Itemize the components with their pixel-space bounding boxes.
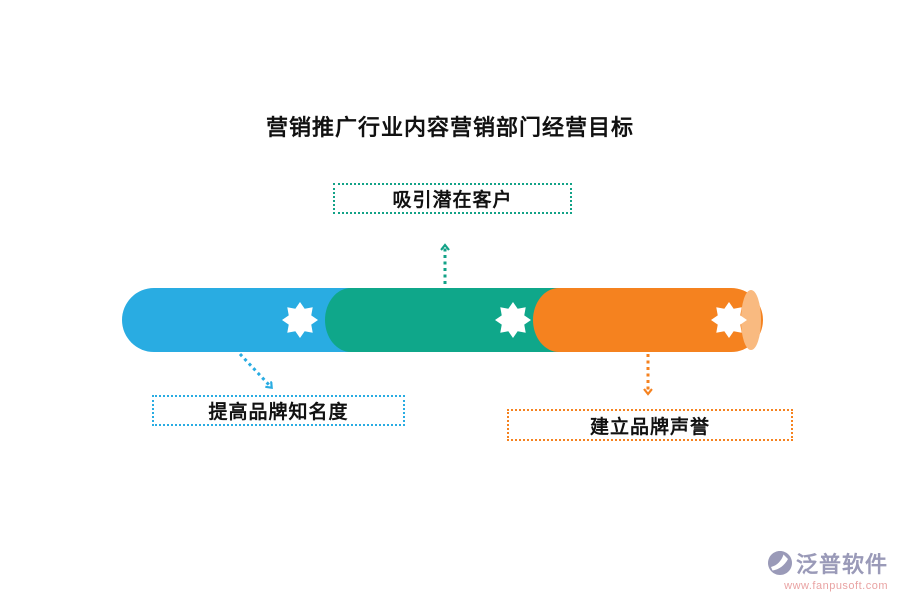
goal-box-brand-awareness: 提高品牌知名度 (152, 395, 405, 426)
goal-label: 建立品牌声誉 (589, 416, 710, 438)
starburst-icon (711, 302, 747, 338)
goal-label: 提高品牌知名度 (208, 402, 349, 423)
goal-box-attract-customers: 吸引潜在客户 (333, 183, 572, 214)
arrow-to-brand-awareness (238, 352, 271, 387)
starburst-icon (495, 302, 531, 338)
fanpu-logo: 泛普软件 www.fanpusoft.com (767, 547, 888, 592)
logo-url: www.fanpusoft.com (784, 580, 888, 592)
cylinder-end-cap (741, 290, 761, 350)
starburst-icon (282, 302, 318, 338)
goal-label: 吸引潜在客户 (392, 190, 513, 211)
cylinder-bar (122, 288, 763, 352)
fanpu-swirl-icon (767, 551, 792, 575)
page-title: 营销推广行业内容营销部门经营目标 (265, 115, 634, 140)
goal-box-brand-reputation: 建立品牌声誉 (507, 409, 793, 441)
logo-text: 泛普软件 (795, 552, 888, 577)
